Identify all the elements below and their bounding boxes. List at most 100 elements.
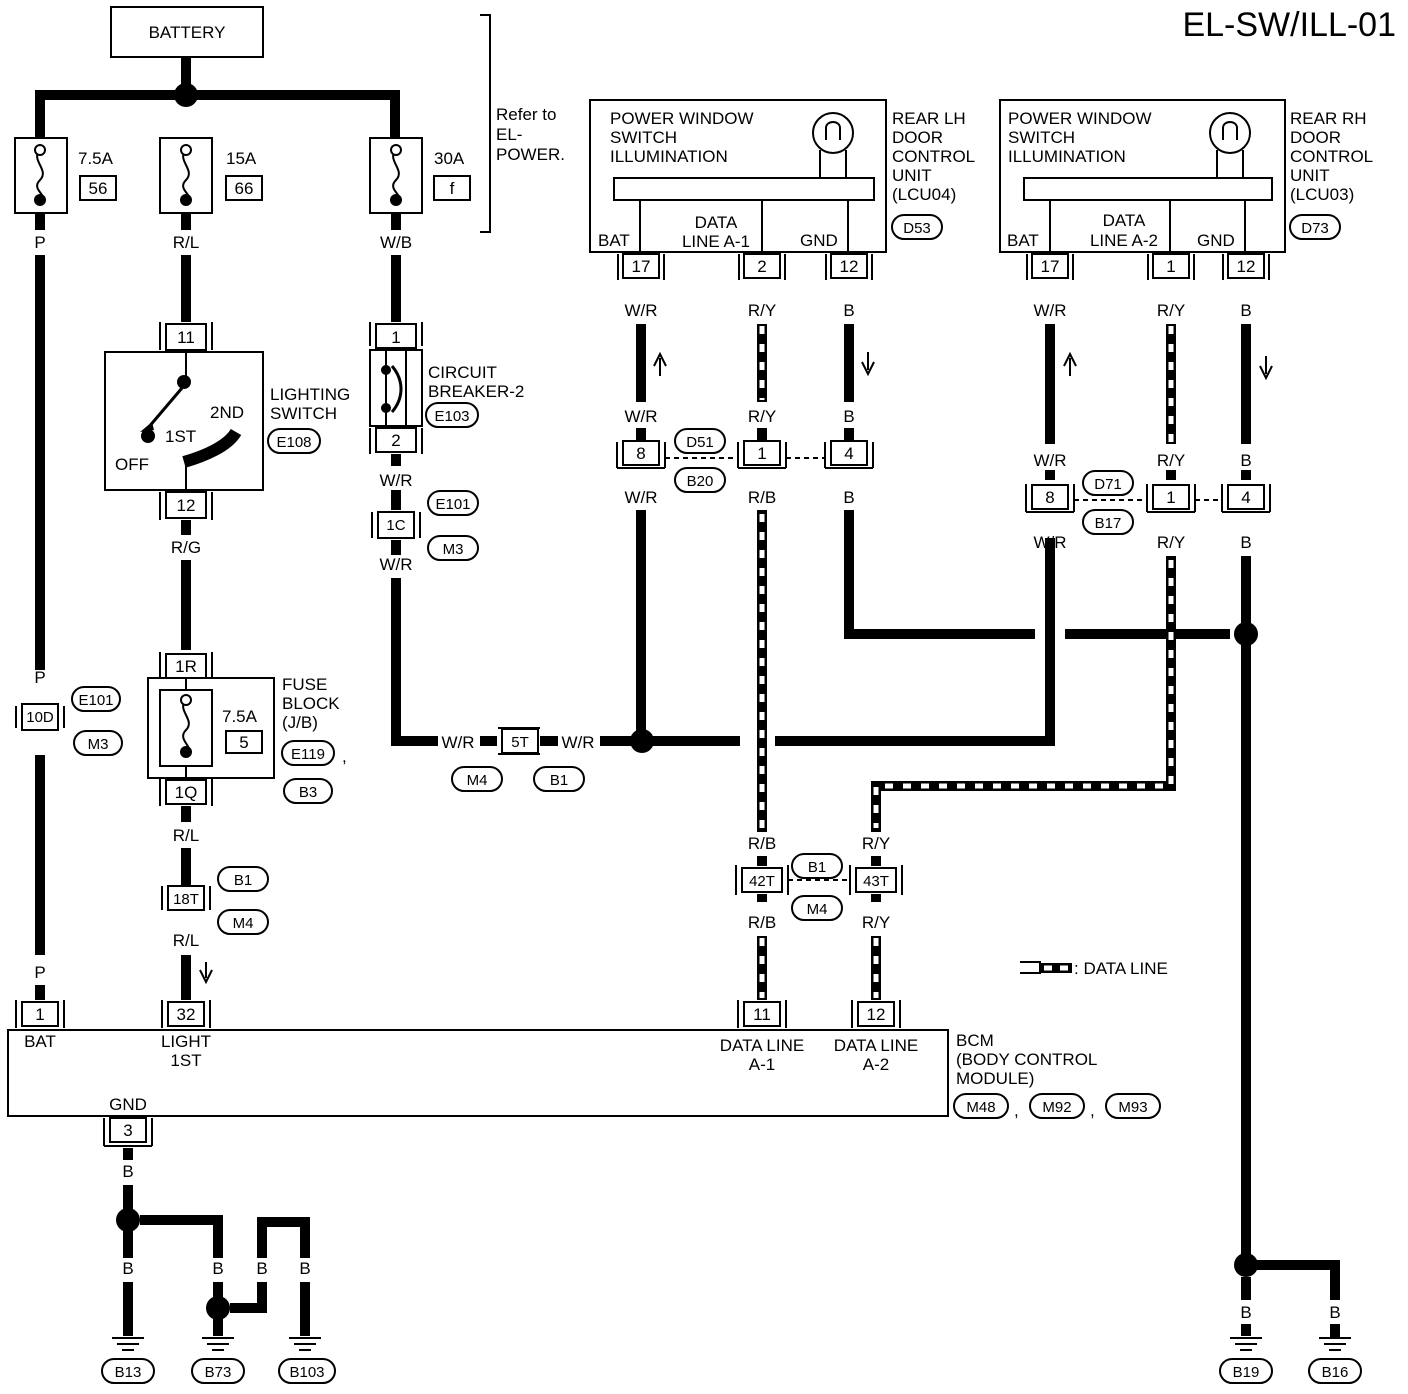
connector-m4-label-1: M4 <box>233 915 254 932</box>
lh-pin-data: 2 <box>738 253 786 280</box>
fuse-block-amp: 7.5A <box>222 707 258 726</box>
connector-d73-tag <box>1289 214 1341 240</box>
fuse-block-name-2: BLOCK <box>282 694 340 713</box>
rh-lamp-icon <box>1209 112 1251 154</box>
lighting-switch-name-1: LIGHTING <box>270 385 350 404</box>
bcm-joint-pin-42t: 42T <box>735 865 789 895</box>
wire-wr-label-2: W/R <box>379 555 412 574</box>
rh-name-4: UNIT <box>1290 166 1330 185</box>
lh-pin-gnd-no: 12 <box>840 257 859 276</box>
connector-b1-tag-2 <box>533 766 585 792</box>
rh-name-2: DOOR <box>1290 128 1341 147</box>
bcm-pin-11: 11 <box>737 1000 787 1028</box>
rh-bat-label: BAT <box>1007 231 1039 250</box>
ground-b13-tag <box>101 1358 155 1384</box>
rh-pin-gnd-no: 12 <box>1237 257 1256 276</box>
arrow-down-icon <box>199 962 213 985</box>
lh-wire-bat-label: W/R <box>624 301 657 320</box>
lh-joint-above-bat: W/R <box>624 407 657 426</box>
ground-b103-label: B103 <box>289 1364 324 1381</box>
fuse-66-amp: 15A <box>226 149 257 168</box>
connector-b1-label-3: B1 <box>808 859 826 876</box>
connector-b1-label-2: B1 <box>550 772 568 789</box>
wire-rl-label-3: R/L <box>173 931 199 950</box>
wire-rg-label: R/G <box>171 538 201 557</box>
bcm-joint-below-a2: R/Y <box>862 913 890 932</box>
bcm-light-label-1: LIGHT <box>161 1032 211 1051</box>
circuit-breaker-pin-out: 2 <box>391 431 400 450</box>
rh-pin-data-no: 1 <box>1166 257 1175 276</box>
rh-joint-below-data: R/Y <box>1157 533 1185 552</box>
wire-wr-bus <box>600 538 1055 746</box>
lh-data-label-2: LINE A-1 <box>682 232 750 251</box>
lh-lamp-icon <box>812 112 854 154</box>
connector-e119-tag <box>281 740 335 766</box>
fuse-f-no: f <box>450 179 455 198</box>
battery-label: BATTERY <box>149 23 226 42</box>
ground-wire-b73 <box>140 1215 223 1336</box>
connector-10d: 10D <box>15 703 65 731</box>
connector-m4-tag-2 <box>451 766 503 792</box>
rh-joint-pin-1-no: 1 <box>1166 488 1175 507</box>
lh-joint-above-data: R/Y <box>748 407 776 426</box>
lighting-switch-pin-in: 11 <box>177 328 195 347</box>
battery-splice <box>174 83 198 107</box>
lh-wire-gnd-label: B <box>843 301 854 320</box>
bcm-joint-above-a2: R/Y <box>862 834 890 853</box>
wire-p-label-4: P <box>34 963 45 982</box>
ground-wire-label-2: B <box>122 1259 133 1278</box>
data-line-legend: : DATA LINE <box>1020 959 1168 978</box>
ground-b19-tag <box>1219 1358 1273 1384</box>
lh-name-1: REAR LH <box>892 109 966 128</box>
lh-wire-data-label: R/Y <box>748 301 776 320</box>
rh-joint-pin-1: 1 <box>1146 484 1196 513</box>
connector-18t-pin: 18T <box>173 891 199 908</box>
connector-5t-pin: 5T <box>511 734 529 751</box>
lh-gnd-label: GND <box>800 231 838 250</box>
rh-name-3: CONTROL <box>1290 147 1373 166</box>
lighting-switch-off: OFF <box>115 455 149 474</box>
connector-d53-label: D53 <box>903 220 931 237</box>
wire-wr-horizontal <box>391 578 438 746</box>
ground-wire-label-4: B <box>256 1259 267 1278</box>
rh-data-label-1: DATA <box>1103 211 1146 230</box>
bcm-pin-1-no: 1 <box>35 1005 44 1024</box>
lh-name-3: CONTROL <box>892 147 975 166</box>
connector-m4-label-2: M4 <box>467 772 488 789</box>
refer-line-3: POWER. <box>496 145 565 164</box>
circuit-breaker-name-1: CIRCUIT <box>428 363 497 382</box>
rh-gnd-label: GND <box>1197 231 1235 250</box>
fuse-block-name-1: FUSE <box>282 675 327 694</box>
connector-b20-label: B20 <box>687 473 714 490</box>
lighting-switch-name-2: SWITCH <box>270 404 337 423</box>
connector-m3-label-2: M3 <box>443 541 464 558</box>
fuse-block: 1R 7.5A 5 1Q <box>147 652 275 806</box>
battery-box <box>110 6 264 58</box>
bcm-data-stripes <box>759 938 879 998</box>
rh-joint-above-gnd: B <box>1240 451 1251 470</box>
connector-m92-label: M92 <box>1042 1099 1071 1116</box>
ground-wire-label-7: B <box>1329 1303 1340 1322</box>
connector-b1-label-1: B1 <box>234 872 252 889</box>
fuse-66: 15A 66 <box>159 137 263 214</box>
wire-wb-label: W/B <box>380 233 412 252</box>
connector-b3-tag <box>283 778 333 804</box>
lh-name-4: UNIT <box>892 166 932 185</box>
lh-title-2: SWITCH <box>610 128 677 147</box>
fuse-f-amp: 30A <box>434 149 465 168</box>
ground-b19-label: B19 <box>1233 1364 1260 1381</box>
bcm-name-3: MODULE) <box>956 1069 1034 1088</box>
rear-rh-door-unit: POWER WINDOW SWITCH ILLUMINATION BAT DAT… <box>999 99 1286 253</box>
ground-b16-gap <box>1325 1300 1345 1324</box>
connector-e108-label: E108 <box>276 434 311 451</box>
arrow-up-icon <box>653 351 667 376</box>
bcm-joint-pin-43t-no: 43T <box>863 873 889 890</box>
bcm-pin-12-no: 12 <box>867 1005 886 1024</box>
lh-title-1: POWER WINDOW <box>610 109 754 128</box>
ground-b13-label: B13 <box>115 1364 142 1381</box>
fuse-66-no: 66 <box>235 179 254 198</box>
legend-text: : DATA LINE <box>1074 959 1168 978</box>
connector-m4-tag-3 <box>791 895 843 921</box>
connector-e101-label-2: E101 <box>435 496 470 513</box>
ground-splice-3 <box>1234 1253 1258 1277</box>
